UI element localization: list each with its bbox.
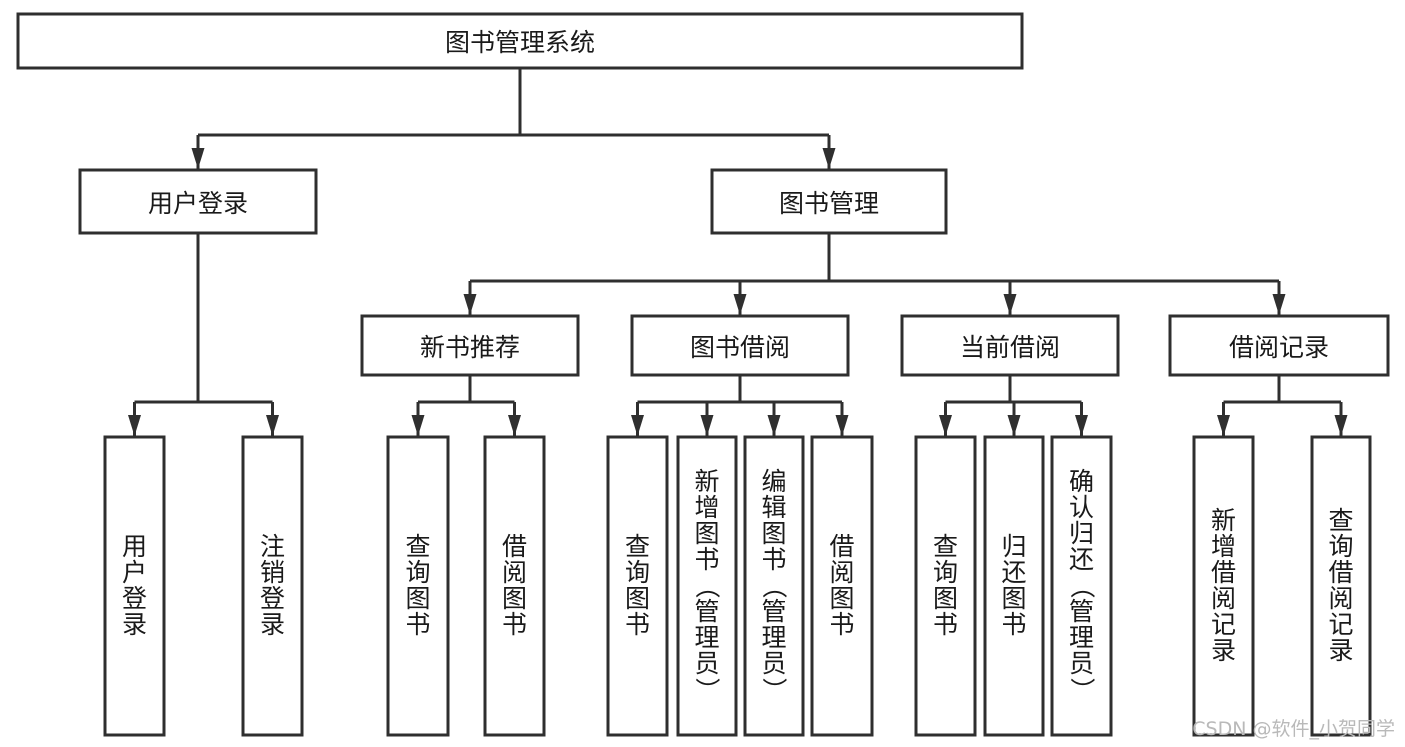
node-box-book-manage[interactable] [710, 168, 948, 235]
arrow-head-bb-borrow [835, 415, 849, 436]
node-box-bb-query[interactable] [606, 435, 669, 737]
arrow-head-br-add [1217, 415, 1230, 436]
arrow-head-new-book-recommend [463, 294, 477, 315]
node-box-new-book-recommend[interactable] [360, 314, 580, 377]
arrow-head-nbr-query [411, 415, 425, 436]
node-box-user-login-login[interactable] [103, 435, 166, 737]
connector-layer [128, 68, 1348, 436]
node-box-cb-confirm[interactable] [1050, 435, 1113, 737]
arrow-head-borrow-record [1272, 294, 1286, 315]
arrow-head-book-manage [822, 148, 836, 169]
arrow-head-bb-query [631, 415, 644, 436]
node-box-borrow-record[interactable] [1168, 314, 1390, 377]
arrow-head-bb-add [700, 415, 714, 436]
node-box-user-login[interactable] [78, 168, 318, 235]
node-box-nbr-query[interactable] [386, 435, 450, 737]
node-box-bb-borrow[interactable] [810, 435, 874, 737]
arrow-head-user-login-logout [266, 415, 279, 436]
node-box-bb-add[interactable] [676, 435, 738, 737]
arrow-head-cb-return [1007, 415, 1021, 436]
node-box-user-login-logout[interactable] [241, 435, 304, 737]
arrow-head-current-borrow [1003, 294, 1017, 315]
arrow-head-cb-confirm [1075, 415, 1088, 436]
arrow-head-bb-edit [767, 415, 781, 436]
arrow-head-nbr-borrow [508, 415, 521, 436]
arrow-head-user-login [191, 148, 205, 169]
arrow-head-br-query [1334, 415, 1348, 436]
node-box-current-borrow[interactable] [900, 314, 1120, 377]
node-box-cb-return[interactable] [983, 435, 1045, 737]
node-box-root[interactable] [16, 12, 1024, 70]
node-box-cb-query[interactable] [914, 435, 977, 737]
node-box-nbr-borrow[interactable] [483, 435, 546, 737]
node-box-layer [16, 12, 1390, 737]
node-box-br-query[interactable] [1310, 435, 1372, 737]
node-box-bb-edit[interactable] [743, 435, 805, 737]
arrow-head-book-borrow [733, 294, 747, 315]
node-box-br-add[interactable] [1192, 435, 1255, 737]
arrow-head-cb-query [939, 415, 952, 436]
arrow-head-user-login-login [128, 415, 141, 436]
node-box-book-borrow[interactable] [630, 314, 850, 377]
